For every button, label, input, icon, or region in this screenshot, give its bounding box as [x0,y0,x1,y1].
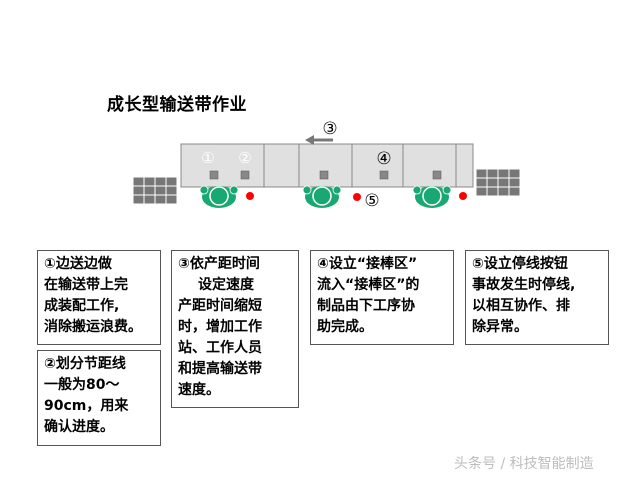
conveyor-diagram: ① ② ③ ④ ⑤ [132,119,521,211]
note-5-line-3: 以相互协作、排 [472,298,570,314]
marker-4: ④ [376,149,391,169]
note-3-line-2: 设定速度 [198,277,254,293]
direction-arrow [305,135,333,145]
note-3-line-3: 产距时间缩短 [178,298,262,314]
marker-5: ⑤ [364,191,379,211]
note-1-line-3: 成装配工作, [44,298,120,314]
note-2-line-2: 一般为80～ [44,377,120,393]
marker-1: ① [201,149,214,167]
worker-3 [412,185,452,208]
note-5-line-2: 事故发生时停线, [472,277,576,293]
note-5-line-1: ⑤设立停线按钮 [472,256,568,272]
note-2-line-3: 90cm，用来 [44,398,129,414]
note-1-line-2: 在输送带上完 [44,277,128,293]
watermark: 头条号 / 科技智能制造 [454,456,594,472]
note-4-line-2: 流入“接棒区”的 [317,277,420,293]
note-2-line-1: ②划分节距线 [44,356,126,372]
note-2-line-4: 确认进度。 [44,419,114,435]
marker-2: ② [238,149,251,167]
worker-1 [199,185,239,208]
pitch-lines [263,144,457,187]
note-5-line-4: 除异常。 [472,319,528,335]
stop-buttons [246,192,467,201]
left-parts-stack [132,176,178,205]
note-4-line-4: 助完成。 [317,319,373,335]
note-3-line-1: ③依产距时间 [178,256,260,272]
note-4-line-1: ④设立“接棒区” [317,256,418,272]
conveyor-belt [180,143,474,188]
note-3-line-7: 速度。 [178,382,220,398]
note-box-4: ④设立“接棒区” 流入“接棒区”的 制品由下工序协 助完成。 [310,250,454,345]
worker-2 [302,185,342,208]
note-4-line-3: 制品由下工序协 [317,298,415,314]
note-box-1: ①边送边做 在输送带上完 成装配工作, 消除搬运浪费。 [37,250,161,345]
note-3-line-6: 和提高输送带 [178,361,262,377]
note-box-2: ②划分节距线 一般为80～ 90cm，用来 确认进度。 [37,350,161,446]
workpieces [209,170,442,180]
note-3-line-4: 时，增加工作 [178,319,262,335]
note-1-line-4: 消除搬运浪费。 [44,319,142,335]
marker-3: ③ [322,119,337,139]
right-parts-stack [475,168,521,197]
diagram-title: 成长型输送带作业 [107,95,247,115]
note-3-line-5: 站、工作人员 [178,340,262,356]
note-1-line-1: ①边送边做 [44,256,112,272]
note-box-5: ⑤设立停线按钮 事故发生时停线, 以相互协作、排 除异常。 [465,250,609,345]
note-box-3: ③依产距时间 设定速度 产距时间缩短 时，增加工作 站、工作人员 和提高输送带 … [171,250,299,408]
